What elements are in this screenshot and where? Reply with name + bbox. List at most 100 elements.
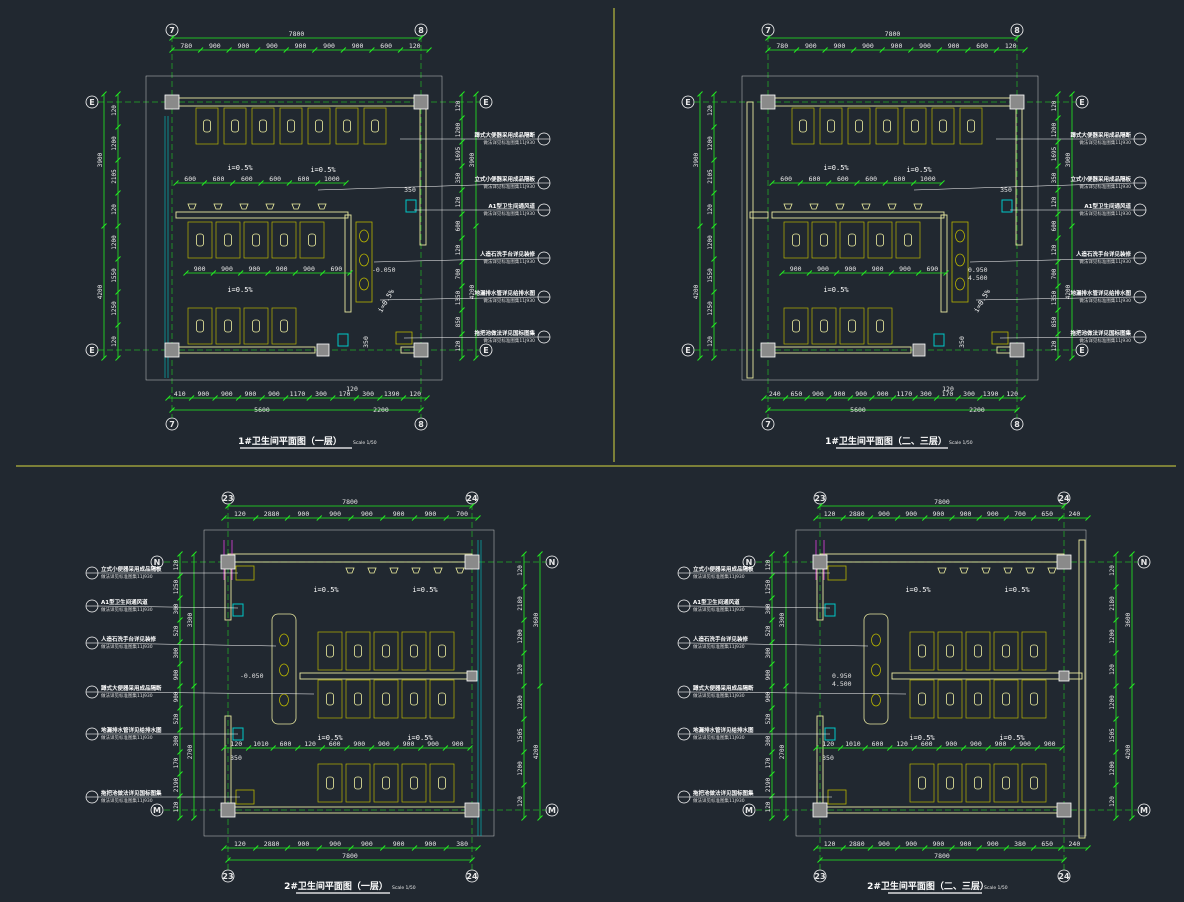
stall-partition bbox=[867, 307, 893, 345]
dim-text: 120 bbox=[1051, 340, 1058, 351]
plan-title: 2#卫生间平面图（一层） bbox=[284, 880, 388, 892]
dim-tick bbox=[469, 857, 475, 863]
dim-tick bbox=[473, 91, 479, 97]
column bbox=[1058, 670, 1070, 682]
callout-note: 做法详见标准图集11J930 bbox=[101, 797, 153, 804]
stall-partition bbox=[401, 631, 427, 671]
dim-tick bbox=[1061, 857, 1067, 863]
dim-text: 170 bbox=[765, 757, 772, 768]
dim-tick bbox=[183, 270, 189, 276]
dim-tick bbox=[1069, 223, 1075, 229]
dim-total: 2200 bbox=[969, 406, 985, 414]
dim-text: 380 bbox=[1014, 840, 1026, 848]
axis-label: 23 bbox=[222, 872, 233, 881]
dim-text: 120 bbox=[111, 204, 118, 215]
dim-tick bbox=[943, 270, 949, 276]
dim-tick bbox=[115, 289, 121, 295]
dim-text: 1200 bbox=[707, 136, 714, 151]
dim-tick bbox=[1055, 211, 1061, 217]
dim-tick bbox=[939, 180, 945, 186]
stall-partition bbox=[271, 221, 297, 259]
dim-text: 900 bbox=[834, 390, 846, 398]
dim-text: 650 bbox=[1041, 510, 1053, 518]
wall bbox=[746, 101, 754, 379]
sink-icon bbox=[871, 693, 881, 707]
dim-tick bbox=[1022, 47, 1028, 53]
callout-title: 地漏排水管详见给排水图 bbox=[474, 289, 535, 297]
squat-toilet-icon bbox=[382, 692, 390, 706]
dim-tick bbox=[1030, 845, 1037, 851]
callout-note: 做法详见标准图集11J930 bbox=[101, 692, 153, 699]
axis-bubble bbox=[742, 555, 756, 569]
stall-partition bbox=[937, 679, 963, 719]
plan-scale: Scale 1/50 bbox=[984, 885, 1008, 891]
dim-tick bbox=[393, 745, 400, 751]
dim-tick bbox=[475, 845, 481, 851]
plan-title: 2#卫生间平面图（二、三层） bbox=[867, 880, 989, 892]
dim-text: 900 bbox=[765, 691, 772, 702]
dim-tick bbox=[411, 515, 418, 521]
squat-toilet-icon bbox=[848, 319, 856, 333]
axis-label: N bbox=[1141, 558, 1148, 567]
dim-text: 300 bbox=[362, 390, 374, 398]
dim-tick bbox=[226, 47, 232, 53]
squat-toilet-icon bbox=[308, 233, 316, 247]
dim-tick bbox=[711, 289, 717, 295]
column bbox=[413, 94, 429, 110]
dim-tick bbox=[115, 355, 121, 361]
dim-text: 900 bbox=[765, 669, 772, 680]
dim-text: 900 bbox=[238, 42, 250, 50]
dim-text: 520 bbox=[765, 713, 772, 724]
dim-tick bbox=[711, 190, 717, 196]
dim-tick bbox=[237, 270, 244, 276]
dim-tick bbox=[212, 395, 218, 401]
dim-text: 900 bbox=[452, 740, 464, 748]
dim-tick bbox=[521, 650, 527, 656]
stall-partition bbox=[993, 679, 1019, 719]
dim-text: 120 bbox=[455, 340, 462, 351]
dim-text: 900 bbox=[987, 840, 999, 848]
dim-tick bbox=[1055, 259, 1061, 265]
squat-toilet-icon bbox=[280, 319, 288, 333]
leader-line bbox=[689, 691, 907, 695]
slope-text: i=0.5% bbox=[823, 286, 849, 294]
dim-text: 410 bbox=[174, 390, 186, 398]
sink-icon bbox=[359, 229, 369, 243]
dim-text: 2880 bbox=[264, 840, 280, 848]
dim-text: 900 bbox=[919, 42, 931, 50]
dim-tick bbox=[316, 515, 323, 521]
dim-text: 2105 bbox=[111, 169, 118, 184]
dim-tick bbox=[1113, 815, 1119, 821]
dim-text: 900 bbox=[352, 42, 364, 50]
urinal-icon bbox=[783, 203, 793, 210]
dim-text: 300 bbox=[173, 735, 180, 746]
axis-label: 8 bbox=[1014, 26, 1020, 35]
dim-tick bbox=[282, 395, 289, 401]
callout-title: 蹲式大便器采用成品隔断 bbox=[474, 131, 535, 139]
dim-tick bbox=[861, 270, 867, 276]
dim-tick bbox=[769, 551, 775, 557]
dim-tick bbox=[825, 395, 832, 401]
stall-partition bbox=[783, 307, 809, 345]
dim-tick bbox=[915, 270, 922, 276]
dim-text: 700 bbox=[1051, 268, 1058, 279]
dim-text: 520 bbox=[765, 625, 772, 636]
dim-text: 350 bbox=[455, 172, 462, 183]
dim-tick bbox=[369, 47, 375, 53]
dim-text: 2190 bbox=[765, 777, 772, 792]
dim-text: 850 bbox=[1051, 316, 1058, 327]
dim-text: 1200 bbox=[707, 235, 714, 250]
axis-label: M bbox=[745, 806, 753, 815]
dim-text: 900 bbox=[878, 840, 890, 848]
dim-tick bbox=[177, 771, 183, 777]
stall-partition bbox=[215, 307, 241, 345]
axis-label: N bbox=[154, 558, 161, 567]
dim-tick bbox=[344, 745, 350, 751]
callout-note: 做法详见标准图集11J930 bbox=[693, 643, 745, 650]
dim-tick bbox=[459, 331, 465, 337]
squat-toilet-icon bbox=[1002, 692, 1010, 706]
dim-tick bbox=[761, 395, 767, 401]
vent-shaft bbox=[824, 603, 836, 617]
dim-tick bbox=[294, 745, 301, 751]
